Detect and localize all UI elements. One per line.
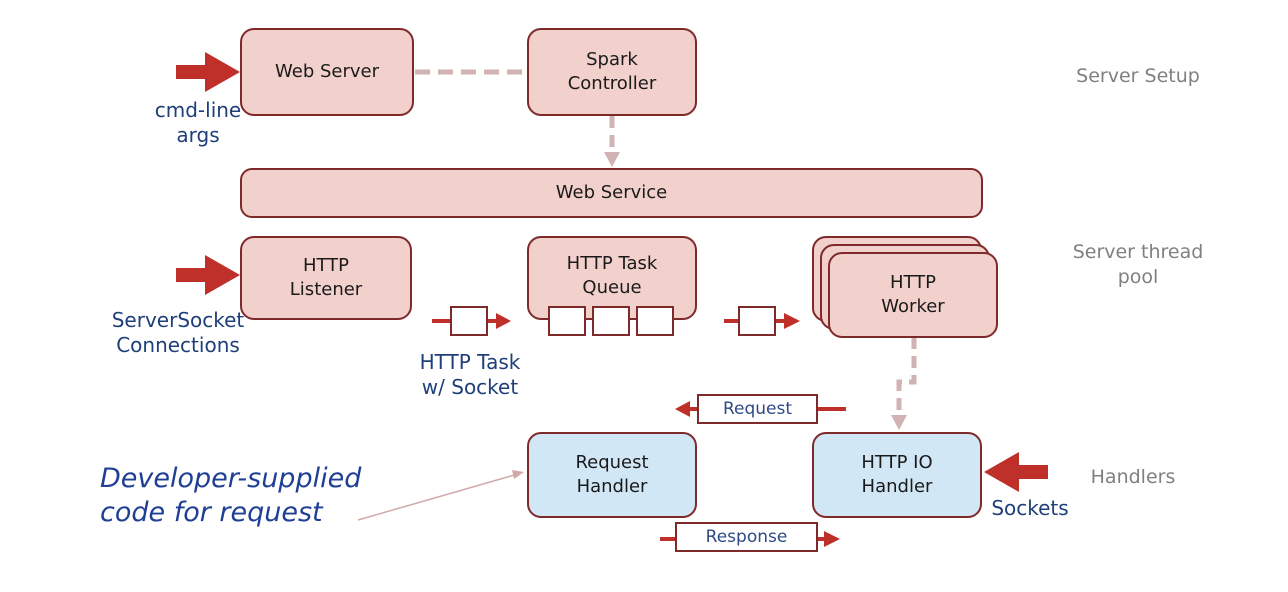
sockets-label: Sockets: [991, 496, 1069, 520]
http-worker-box: HTTP Worker: [828, 252, 998, 338]
server-thread-pool-section-label: Server thread pool: [1072, 241, 1204, 288]
task-token-worker: [738, 306, 776, 336]
developer-code-note: Developer-supplied code for request: [100, 463, 362, 528]
request-tag: Request: [697, 394, 818, 424]
request-arrowhead: [675, 401, 690, 417]
task-token-queue-2: [592, 306, 630, 336]
cmd-line-args-label: cmd-line args: [154, 98, 242, 147]
note-pointer-line: [357, 473, 519, 521]
task-token-listener: [450, 306, 488, 336]
response-arrowhead: [824, 531, 840, 547]
task-token-queue-3: [636, 306, 674, 336]
request-handler-box: Request Handler: [527, 432, 697, 518]
note-pointer-head: [512, 470, 524, 479]
input-arrow-sockets: [984, 452, 1048, 492]
http-io-handler-box: HTTP IO Handler: [812, 432, 982, 518]
http-listener-box: HTTP Listener: [240, 236, 412, 320]
server-setup-section-label: Server Setup: [1076, 65, 1200, 87]
dashed-arrowhead-worker-io: [891, 415, 907, 430]
web-server-box: Web Server: [240, 28, 414, 116]
token-arrow-listener-head: [496, 313, 511, 329]
input-arrow-cmdline: [176, 52, 240, 92]
response-tag: Response: [675, 522, 818, 552]
task-token-queue-1: [548, 306, 586, 336]
input-arrow-serversocket: [176, 255, 240, 295]
dashed-arrow-worker-io: [896, 337, 917, 415]
handlers-section-label: Handlers: [1090, 466, 1176, 488]
token-arrow-queue-head: [784, 313, 800, 329]
dashed-arrowhead-controller-service: [604, 152, 620, 167]
spark-controller-box: Spark Controller: [527, 28, 697, 116]
http-task-socket-label: HTTP Task w/ Socket: [419, 350, 521, 399]
web-service-box: Web Service: [240, 168, 983, 218]
serversocket-connections-label: ServerSocket Connections: [111, 308, 245, 357]
